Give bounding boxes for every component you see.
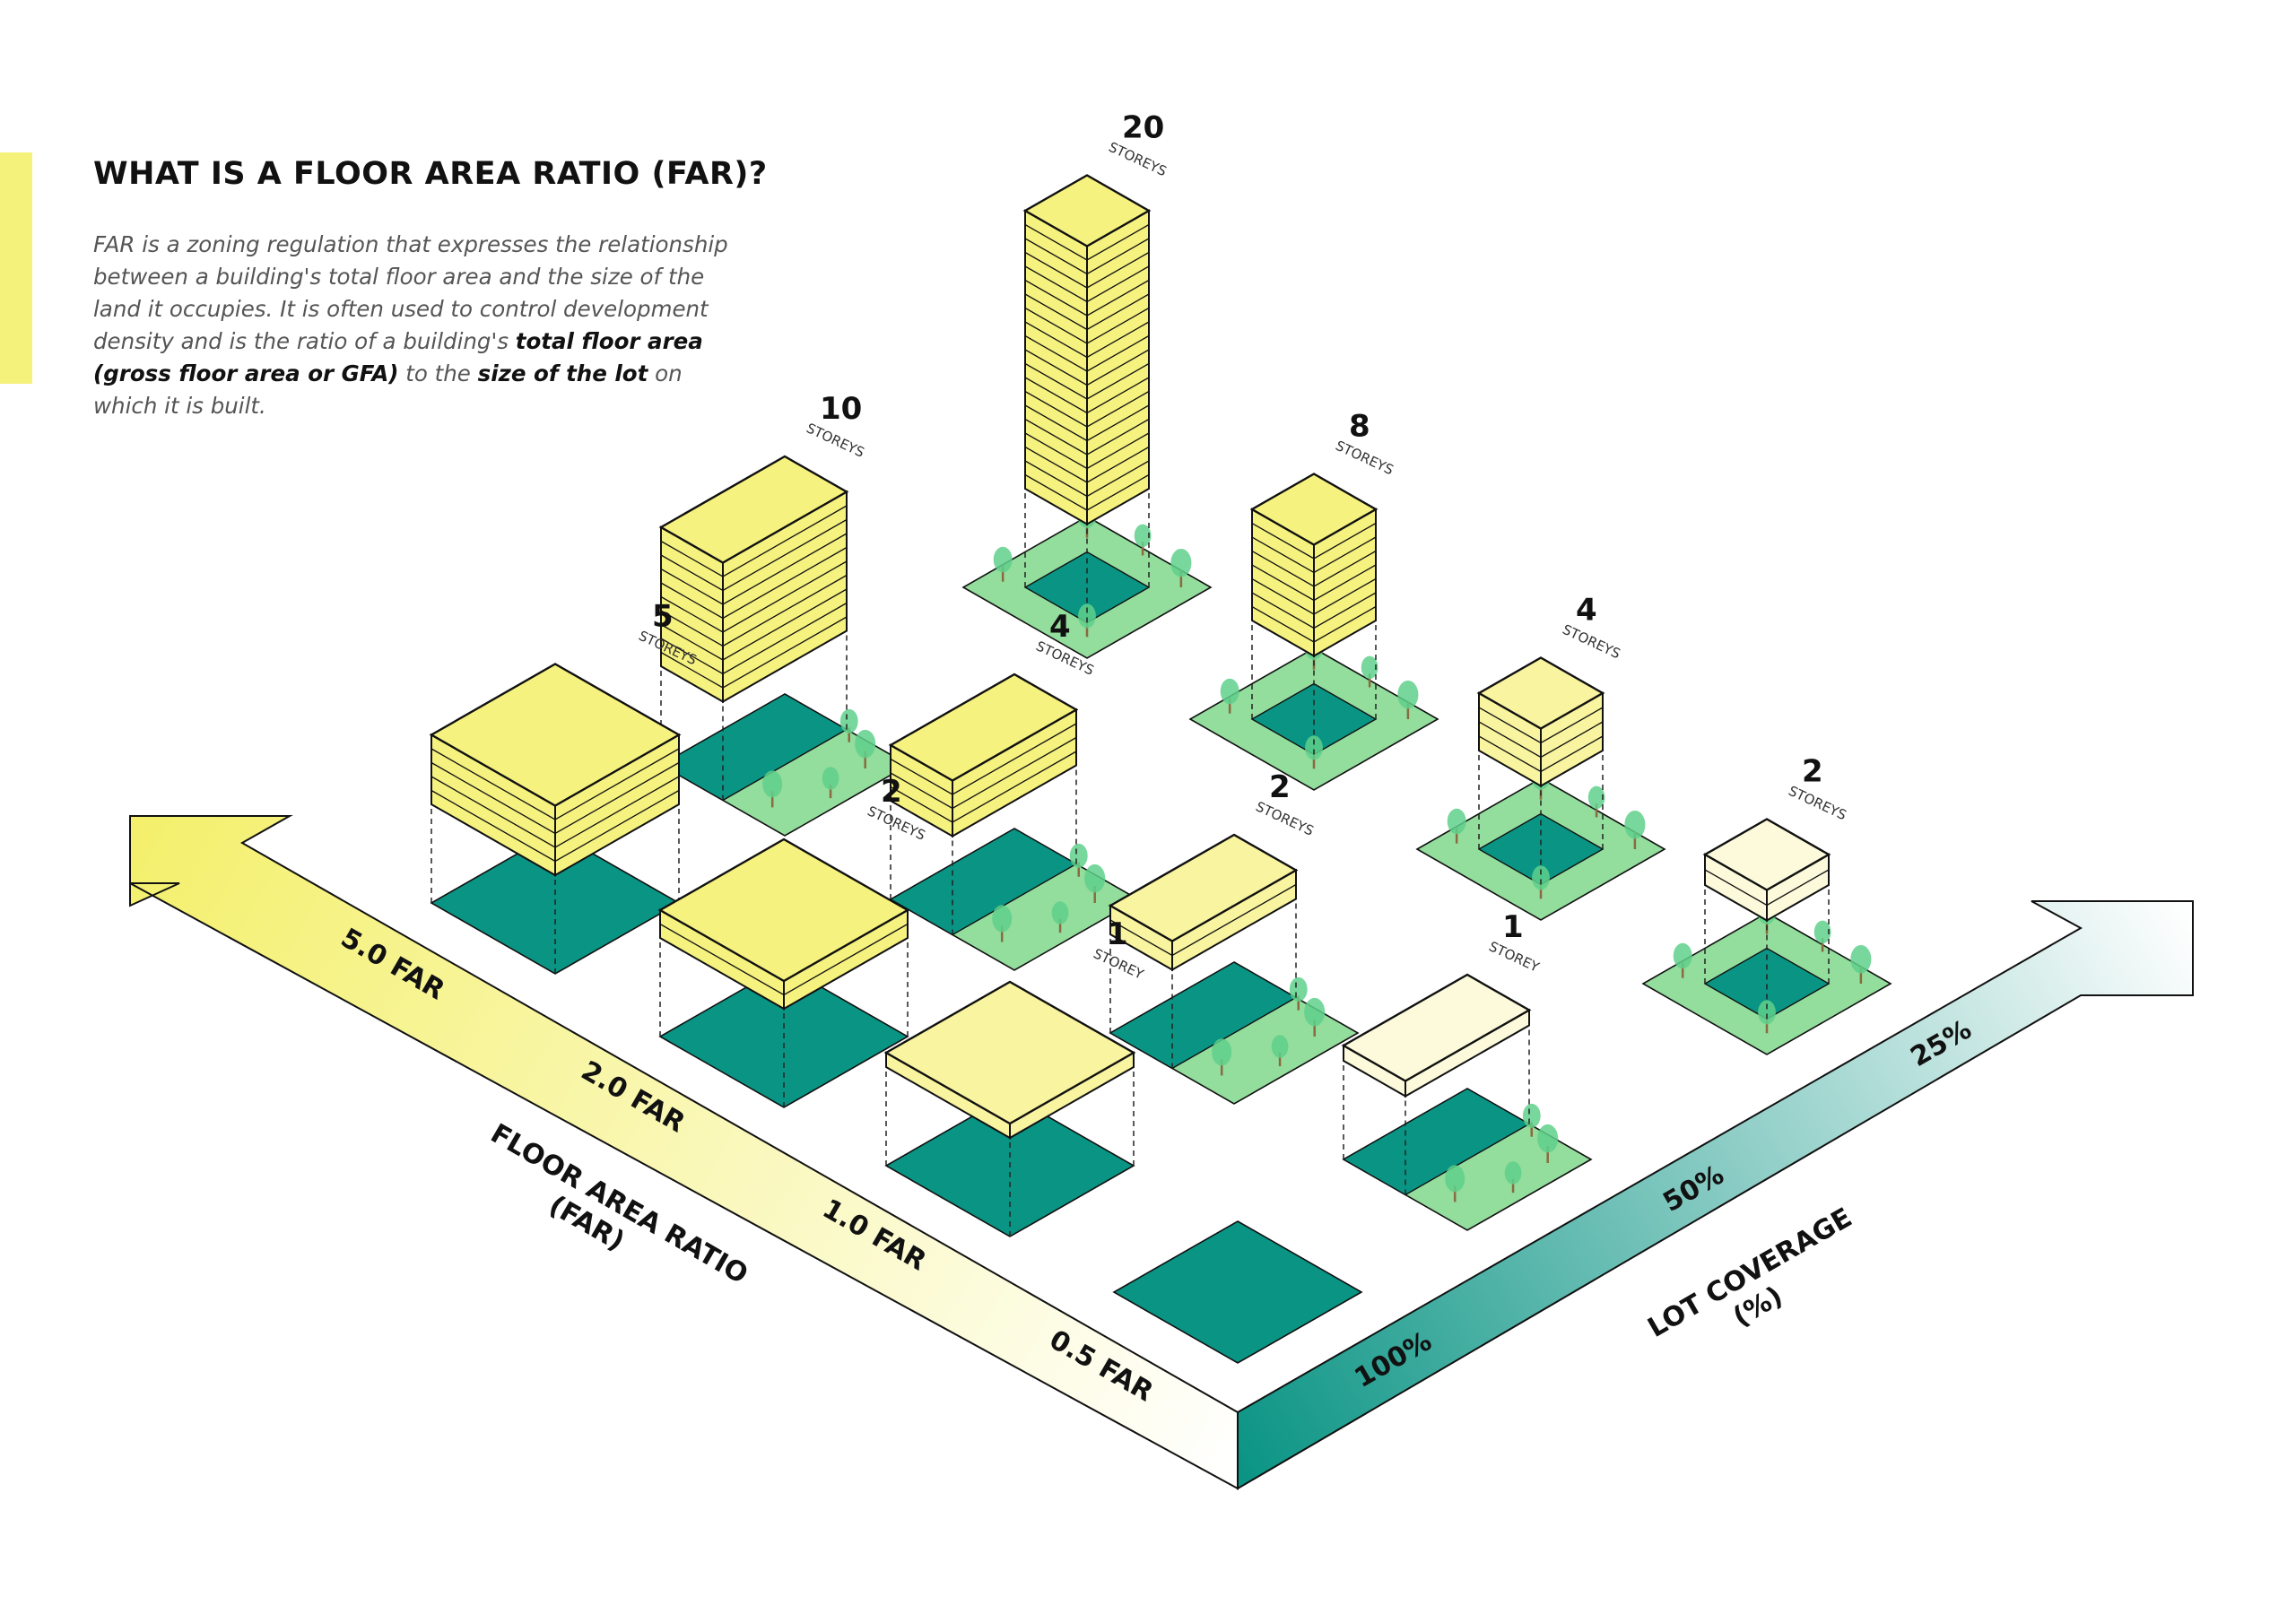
storey-count-1p0-25pct: 4 — [1576, 593, 1597, 629]
storey-count-2p0-100pct: 2 — [881, 774, 902, 810]
intro-text-1: FAR is a zoning regulation that expresse… — [93, 231, 728, 354]
storey-count-0p5-50pct: 1 — [1502, 909, 1524, 945]
storey-count-5p0-25pct: 20 — [1122, 110, 1164, 146]
storey-count-1p0-50pct: 2 — [1269, 769, 1291, 805]
page-title: WHAT IS A FLOOR AREA RATIO (FAR)? — [93, 156, 768, 192]
intro-text-3: on which it is built. — [93, 360, 683, 419]
storey-count-1p0-100pct: 1 — [1107, 916, 1128, 952]
storey-count-0p5-25pct: 2 — [1802, 754, 1823, 790]
storey-count-5p0-100pct: 5 — [652, 599, 674, 635]
intro-text-2: to the — [398, 360, 478, 386]
storey-count-5p0-50pct: 10 — [820, 391, 862, 427]
building-scene: 20STOREYS8STOREYS10STOREYS4STOREYS4STORE… — [429, 110, 1892, 1364]
intro-paragraph: FAR is a zoning regulation that expresse… — [93, 229, 739, 422]
intro-bold-lot: size of the lot — [477, 360, 648, 386]
storey-count-2p0-25pct: 8 — [1349, 409, 1370, 445]
accent-bar — [0, 152, 32, 384]
storey-count-2p0-50pct: 4 — [1049, 609, 1071, 645]
empty-lot-0p5-100pct — [1112, 1220, 1363, 1364]
intro-bold-gfa: total floor area (gross floor area or GF… — [93, 328, 703, 386]
lot-coverage-axis-arrow — [1237, 900, 2194, 1490]
